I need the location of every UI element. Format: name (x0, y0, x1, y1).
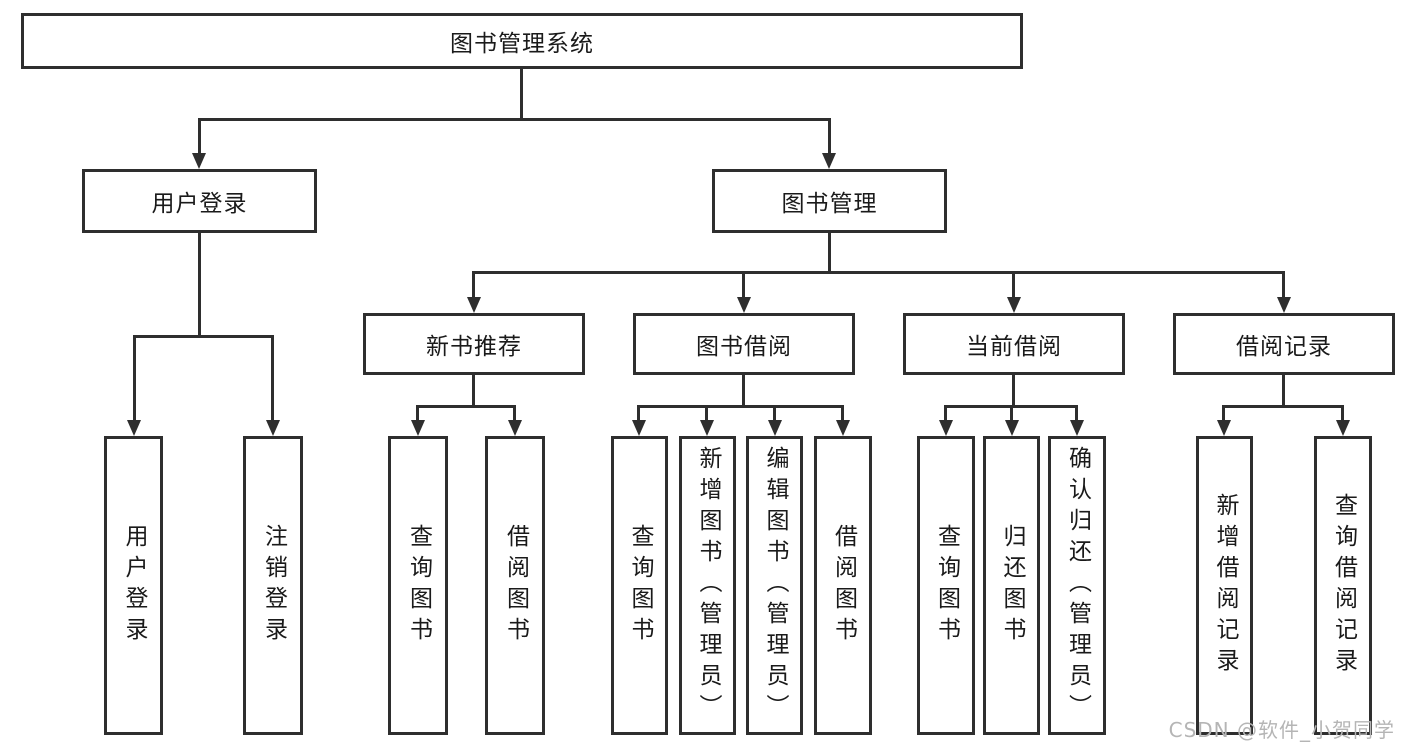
arrowhead-new-book-recommend (467, 297, 481, 313)
node-current-borrow: 当前借阅 (903, 313, 1125, 375)
leaf-return-book-label: 归还图书 (999, 523, 1025, 648)
connector-stem-book-borrow (742, 271, 745, 299)
connector-stem-book-management (828, 118, 831, 155)
leaf-query-borrow-record-label: 查询借阅记录 (1330, 492, 1357, 679)
arrowhead-leaf-add-borrow-record (1217, 420, 1231, 436)
arrowhead-book-management (822, 153, 836, 169)
arrowhead-leaf-return-book (1005, 420, 1019, 436)
connector-stem-leaf-logout (271, 335, 274, 422)
connector-book-borrow-stem (742, 375, 745, 407)
leaf-query-book-3-label: 查询图书 (933, 523, 960, 648)
arrowhead-leaf-query-book-2 (632, 420, 646, 436)
node-new-book-recommend-label: 新书推荐 (426, 334, 522, 360)
arrowhead-leaf-add-book-admin (700, 420, 714, 436)
connector-root-branch (198, 118, 831, 121)
node-current-borrow-label: 当前借阅 (966, 334, 1062, 360)
leaf-add-borrow-record: 新增借阅记录 (1196, 436, 1253, 735)
leaf-user-login: 用户登录 (104, 436, 163, 735)
connector-stem-leaf-edit-book-admin (773, 405, 776, 422)
arrowhead-book-borrow (737, 297, 751, 313)
leaf-edit-book-admin: 编辑图书（管理员） (746, 436, 803, 735)
node-root: 图书管理系统 (21, 13, 1023, 69)
leaf-query-borrow-record: 查询借阅记录 (1314, 436, 1372, 735)
connector-stem-leaf-borrow-book-2 (841, 405, 844, 422)
arrowhead-leaf-query-book-1 (411, 420, 425, 436)
connector-stem-leaf-confirm-return (1075, 405, 1078, 422)
node-new-book-recommend: 新书推荐 (363, 313, 585, 375)
arrowhead-user-login (192, 153, 206, 169)
connector-stem-leaf-borrow-book-1 (513, 405, 516, 422)
connector-stem-leaf-add-book-admin (705, 405, 708, 422)
connector-new-book-recommend-branch (416, 405, 516, 408)
connector-stem-leaf-query-borrow-record (1341, 405, 1344, 422)
node-user-login: 用户登录 (82, 169, 317, 233)
arrowhead-leaf-user-login (127, 420, 141, 436)
connector-user-login-branch (133, 335, 274, 338)
node-user-login-label: 用户登录 (151, 191, 248, 217)
leaf-borrow-book-1-label: 借阅图书 (502, 523, 529, 648)
connector-stem-leaf-query-book-1 (416, 405, 419, 422)
connector-stem-new-book-recommend (472, 271, 475, 299)
connector-stem-current-borrow (1012, 271, 1015, 299)
connector-book-borrow-branch (637, 405, 844, 408)
node-root-label: 图书管理系统 (450, 31, 594, 57)
leaf-borrow-book-2: 借阅图书 (814, 436, 872, 735)
connector-stem-leaf-query-book-2 (637, 405, 640, 422)
connector-stem-leaf-add-borrow-record (1222, 405, 1225, 422)
connector-borrow-record-stem (1282, 375, 1285, 407)
connector-root-stem (520, 69, 523, 120)
leaf-user-login-label: 用户登录 (121, 523, 147, 648)
arrowhead-leaf-query-borrow-record (1336, 420, 1350, 436)
leaf-query-book-3: 查询图书 (917, 436, 975, 735)
arrowhead-leaf-edit-book-admin (768, 420, 782, 436)
connector-current-borrow-stem (1012, 375, 1015, 407)
node-borrow-record: 借阅记录 (1173, 313, 1395, 375)
connector-stem-user-login (198, 118, 201, 155)
leaf-edit-book-admin-label: 编辑图书（管理员） (762, 446, 788, 725)
leaf-confirm-return-admin-label: 确认归还（管理员） (1064, 446, 1091, 725)
connector-borrow-record-branch (1222, 405, 1344, 408)
node-borrow-record-label: 借阅记录 (1236, 334, 1332, 360)
leaf-logout-label: 注销登录 (260, 523, 287, 648)
leaf-query-book-1: 查询图书 (388, 436, 448, 735)
arrowhead-leaf-confirm-return (1070, 420, 1084, 436)
connector-level3-branch (472, 271, 1285, 274)
node-book-management-label: 图书管理 (781, 191, 878, 217)
leaf-add-book-admin: 新增图书（管理员） (679, 436, 736, 735)
node-book-borrow-label: 图书借阅 (696, 334, 792, 360)
leaf-query-book-1-label: 查询图书 (405, 523, 432, 648)
leaf-query-book-2: 查询图书 (611, 436, 668, 735)
connector-stem-leaf-return-book (1010, 405, 1013, 422)
node-book-borrow: 图书借阅 (633, 313, 855, 375)
connector-book-management-stem (828, 233, 831, 273)
leaf-borrow-book-2-label: 借阅图书 (830, 523, 857, 648)
leaf-return-book: 归还图书 (983, 436, 1040, 735)
leaf-confirm-return-admin: 确认归还（管理员） (1048, 436, 1106, 735)
arrowhead-current-borrow (1007, 297, 1021, 313)
connector-user-login-stem (198, 233, 201, 337)
arrowhead-leaf-query-book-3 (939, 420, 953, 436)
connector-stem-borrow-record (1282, 271, 1285, 299)
arrowhead-borrow-record (1277, 297, 1291, 313)
arrowhead-leaf-borrow-book-1 (508, 420, 522, 436)
connector-stem-leaf-query-book-3 (944, 405, 947, 422)
leaf-query-book-2-label: 查询图书 (627, 523, 653, 648)
leaf-logout: 注销登录 (243, 436, 303, 735)
arrowhead-leaf-logout (266, 420, 280, 436)
node-book-management: 图书管理 (712, 169, 947, 233)
leaf-borrow-book-1: 借阅图书 (485, 436, 545, 735)
connector-stem-leaf-user-login (133, 335, 136, 422)
connector-new-book-recommend-stem (472, 375, 475, 407)
leaf-add-borrow-record-label: 新增借阅记录 (1212, 492, 1238, 679)
watermark: CSDN @软件_小贺同学 (1168, 718, 1395, 742)
arrowhead-leaf-borrow-book-2 (836, 420, 850, 436)
leaf-add-book-admin-label: 新增图书（管理员） (695, 446, 721, 725)
